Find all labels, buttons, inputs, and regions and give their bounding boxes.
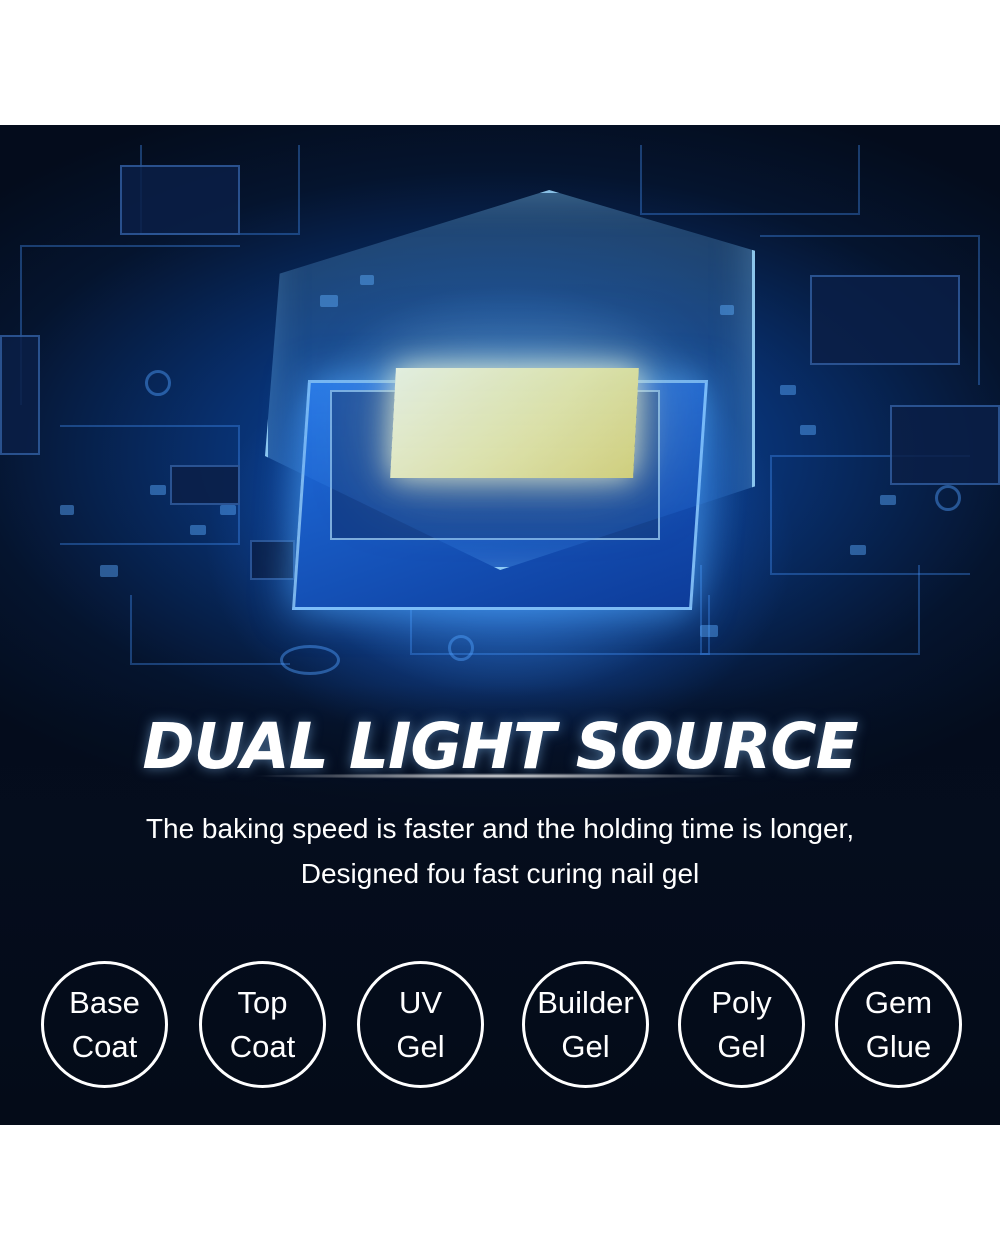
badge-line-2: Gel: [561, 1028, 610, 1064]
subtext-line-2: Designed fou fast curing nail gel: [300, 858, 700, 889]
badge-line-2: Gel: [717, 1028, 766, 1064]
badge-line-1: UV: [398, 984, 443, 1020]
badge-poly-gel: Poly Gel: [678, 961, 805, 1088]
gel-type-badges: Base Coat Top Coat UV Gel Builder Gel Po…: [41, 961, 971, 1091]
badge-line-1: Gem: [864, 984, 933, 1020]
badge-uv-gel: UV Gel: [357, 961, 484, 1088]
headline: DUAL LIGHT SOURCE: [142, 710, 858, 783]
badge-line-2: Gel: [396, 1028, 445, 1064]
badge-line-1: Top: [237, 984, 288, 1020]
badge-line-1: Poly: [711, 984, 772, 1020]
product-banner: DUAL LIGHT SOURCE The baking speed is fa…: [0, 125, 1000, 1125]
badge-base-coat: Base Coat: [41, 961, 168, 1088]
badge-line-2: Coat: [71, 1028, 138, 1064]
badge-line-1: Base: [69, 984, 140, 1020]
badge-builder-gel: Builder Gel: [522, 961, 649, 1088]
badge-top-coat: Top Coat: [199, 961, 326, 1088]
subtext-line-1: The baking speed is faster and the holdi…: [145, 813, 855, 844]
headline-underline-glow: [250, 773, 750, 779]
badge-line-1: Builder: [537, 984, 634, 1020]
badge-line-2: Glue: [865, 1028, 932, 1064]
badge-line-2: Coat: [229, 1028, 296, 1064]
badge-gem-glue: Gem Glue: [835, 961, 962, 1088]
